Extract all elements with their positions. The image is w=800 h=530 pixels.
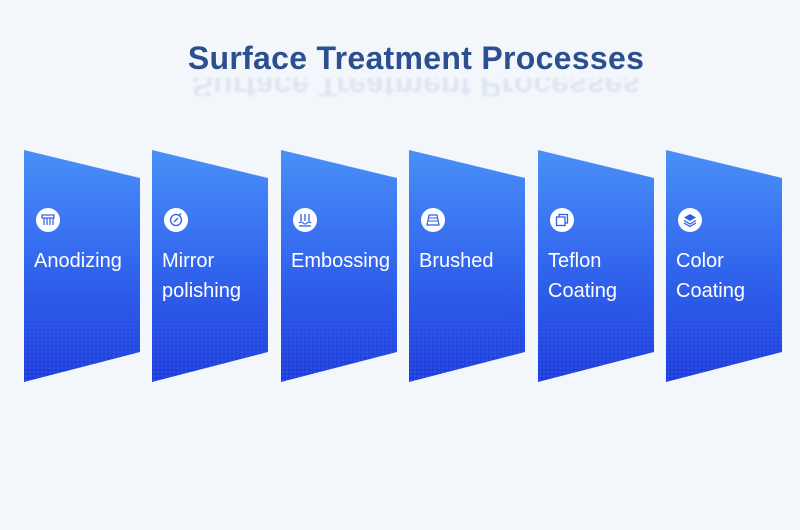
panel-label-line: Teflon	[548, 250, 602, 272]
panel-label-line: Brushed	[419, 250, 494, 272]
panel-background	[538, 150, 654, 382]
panel-teflon-coating: Teflon Coating	[538, 150, 656, 382]
panel-label-line: Embossing	[291, 250, 390, 272]
panel-label: Brushed	[419, 246, 523, 276]
panel-background	[152, 150, 268, 382]
panel-background	[666, 150, 782, 382]
panel-label: Mirror polishing	[162, 246, 266, 306]
panel-label-line: Color	[676, 250, 724, 272]
panel-label-line: Coating	[548, 280, 617, 302]
anodizing-icon	[36, 208, 60, 232]
panel-anodizing: Anodizing	[24, 150, 142, 382]
teflon-coating-icon	[550, 208, 574, 232]
panel-label-line: polishing	[162, 280, 241, 302]
panel-embossing: Embossing	[281, 150, 399, 382]
panel-label-line: Anodizing	[34, 250, 122, 272]
title-reflection: Surface Treatment Processes	[191, 78, 641, 96]
panel-label-line: Coating	[676, 280, 745, 302]
panel-mirror-polishing: Mirror polishing	[152, 150, 270, 382]
embossing-icon	[293, 208, 317, 232]
color-coating-icon	[678, 208, 702, 232]
panel-background	[409, 150, 525, 382]
panel-label: Anodizing	[34, 246, 138, 276]
panel-background	[24, 150, 140, 382]
mirror-polishing-icon	[164, 208, 188, 232]
panel-color-coating: Color Coating	[666, 150, 784, 382]
panel-background	[281, 150, 397, 382]
panel-label: Teflon Coating	[548, 246, 652, 306]
panel-label: Embossing	[291, 246, 395, 276]
panel-label: Color Coating	[676, 246, 780, 306]
brushed-icon	[421, 208, 445, 232]
panel-brushed: Brushed	[409, 150, 527, 382]
panel-label-line: Mirror	[162, 250, 215, 272]
page-title: Surface Treatment Processes	[187, 40, 645, 76]
